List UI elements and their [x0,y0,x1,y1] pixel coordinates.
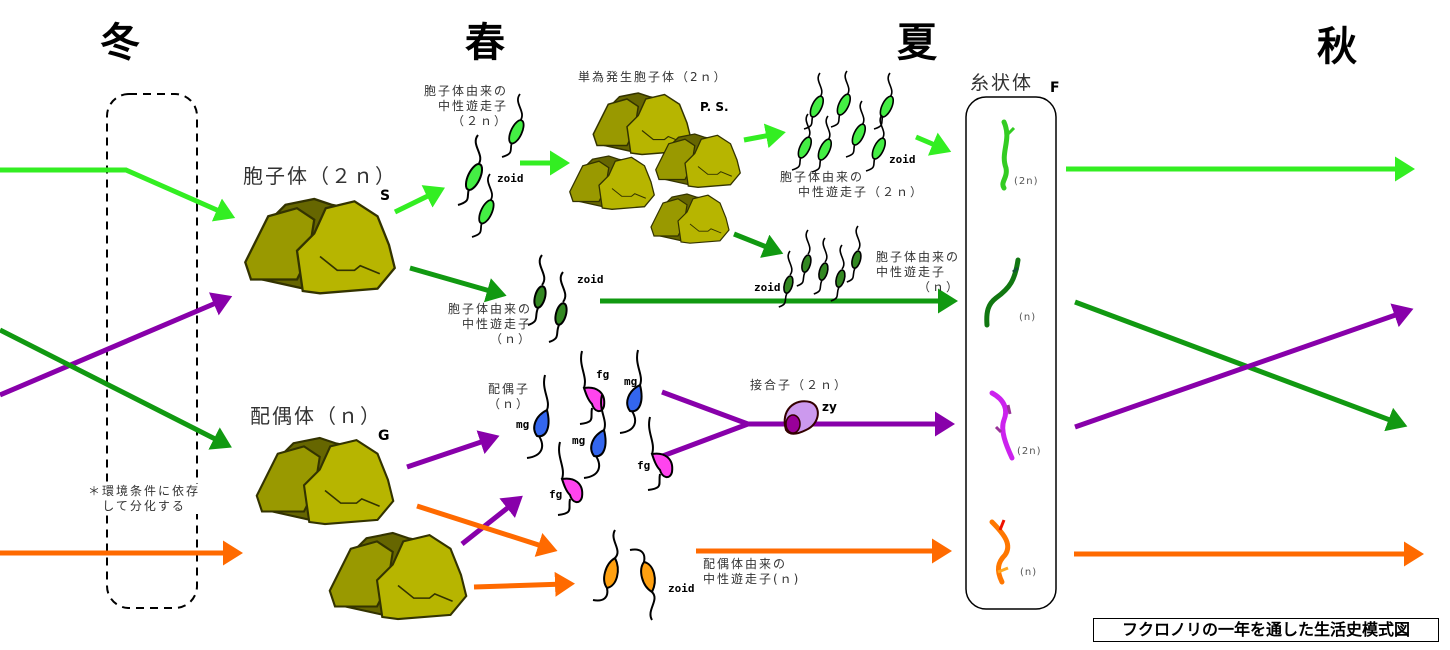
gamete-fusion-lines [659,389,756,460]
filament-ploidy-2: (n) [1019,312,1037,323]
fg-tag-3: fg [637,459,651,472]
gametophyte-thallus-1 [255,436,395,526]
filament-ploidy-3: (2n) [1017,446,1042,457]
gametophyte-thallus-2 [328,531,468,621]
sporophyte-code: S [380,188,391,204]
gametophyte-code: G [378,428,390,444]
fg-tag-2: fg [549,488,563,501]
parthenosporophyte-thallus-2 [569,155,655,210]
zoid-tag-summer-2n: zoid [889,153,916,166]
arrow-g-to-orange-zoid [416,503,558,557]
zoid-n-label: 胞子体由来の 中性遊走子 （ｎ） [447,302,532,346]
filament-box [965,96,1057,610]
arrow-winter-purple [0,292,233,398]
zygote-code: zy [822,400,837,414]
mg-tag-1: mg [516,418,530,431]
zygote-cell [783,400,819,435]
summer-zoid-2n-group [791,70,897,173]
zoid-n-group [527,254,570,343]
arrow-winter-to-sporophyte [0,167,236,222]
filament-ploidy-4: (n) [1020,567,1038,578]
arrow-s-to-zoid2n [393,185,445,215]
season-autumn: 秋 [1317,24,1357,70]
sporophyte-thallus [244,197,396,295]
arrow-g-to-gametes [406,430,500,470]
gametophyte-zoid-label: 配偶体由来の 中性遊走子(ｎ) [703,557,801,586]
zygote-label: 接合子（２ｎ） [750,378,849,392]
parthenosporophyte-thallus-4 [650,193,730,244]
parthenosporophyte-label: 単為発生胞子体（2ｎ） [578,70,728,84]
zoid-tag-summer-n: zoid [754,281,781,294]
arrow-ps-to-zoids [743,123,786,149]
zoid-tag-gametophyte: zoid [668,582,695,595]
parthenosporophyte-code: P. S. [700,100,729,114]
season-summer: 夏 [897,20,937,66]
filament-label: 糸状体 [970,72,1034,94]
arrow-autumn-purple [1074,303,1414,430]
zoid-2n-label: 胞子体由来の 中性遊走子 （２ｎ） [423,84,508,128]
environment-note: ＊環境条件に依存 して分化する [86,484,203,514]
diagram-caption: フクロノリの一年を通した生活史模式図 [1093,618,1439,642]
arrow-s-to-zoidn [409,265,507,303]
arrow-g2-to-orange-zoid [473,571,575,597]
arrow-zoids-to-filament [915,132,952,156]
ps-zoid-2n-label: 胞子体由来の 中性遊走子（２ｎ） [780,170,925,199]
filament-2n-lightgreen [1000,119,1016,191]
filament-ploidy-1: (2n) [1014,176,1039,187]
zoid-tag-spring-2n: zoid [497,172,524,185]
season-spring: 春 [465,20,505,66]
arrow-autumn-darkgreen [1074,299,1408,432]
arrow-ps-to-zoidsn [733,231,784,258]
mg-tag-3: mg [572,434,586,447]
arrow-g2-to-gametes [460,495,523,546]
filament-code: F [1050,80,1060,96]
sporophyte-label: 胞子体（２ｎ） [243,164,397,188]
gametophyte-label: 配偶体（ｎ） [250,404,382,428]
summer-zoid-n-label: 胞子体由来の 中性遊走子 （ｎ） [876,250,961,294]
filament-2n-purple [989,390,1015,461]
arrow-winter-darkgreen [0,327,232,450]
gametophyte-zoid-group [592,529,656,621]
gamete-label: 配偶子 （ｎ） [488,382,531,411]
zoid-tag-spring-n: zoid [577,273,604,286]
summer-zoid-n-group [777,225,864,308]
season-winter: 冬 [100,20,140,66]
filament-n-orange [989,519,1011,585]
fg-tag-1: fg [596,368,610,381]
mg-tag-2: mg [624,375,638,388]
filament-n-darkgreen [984,257,1021,328]
